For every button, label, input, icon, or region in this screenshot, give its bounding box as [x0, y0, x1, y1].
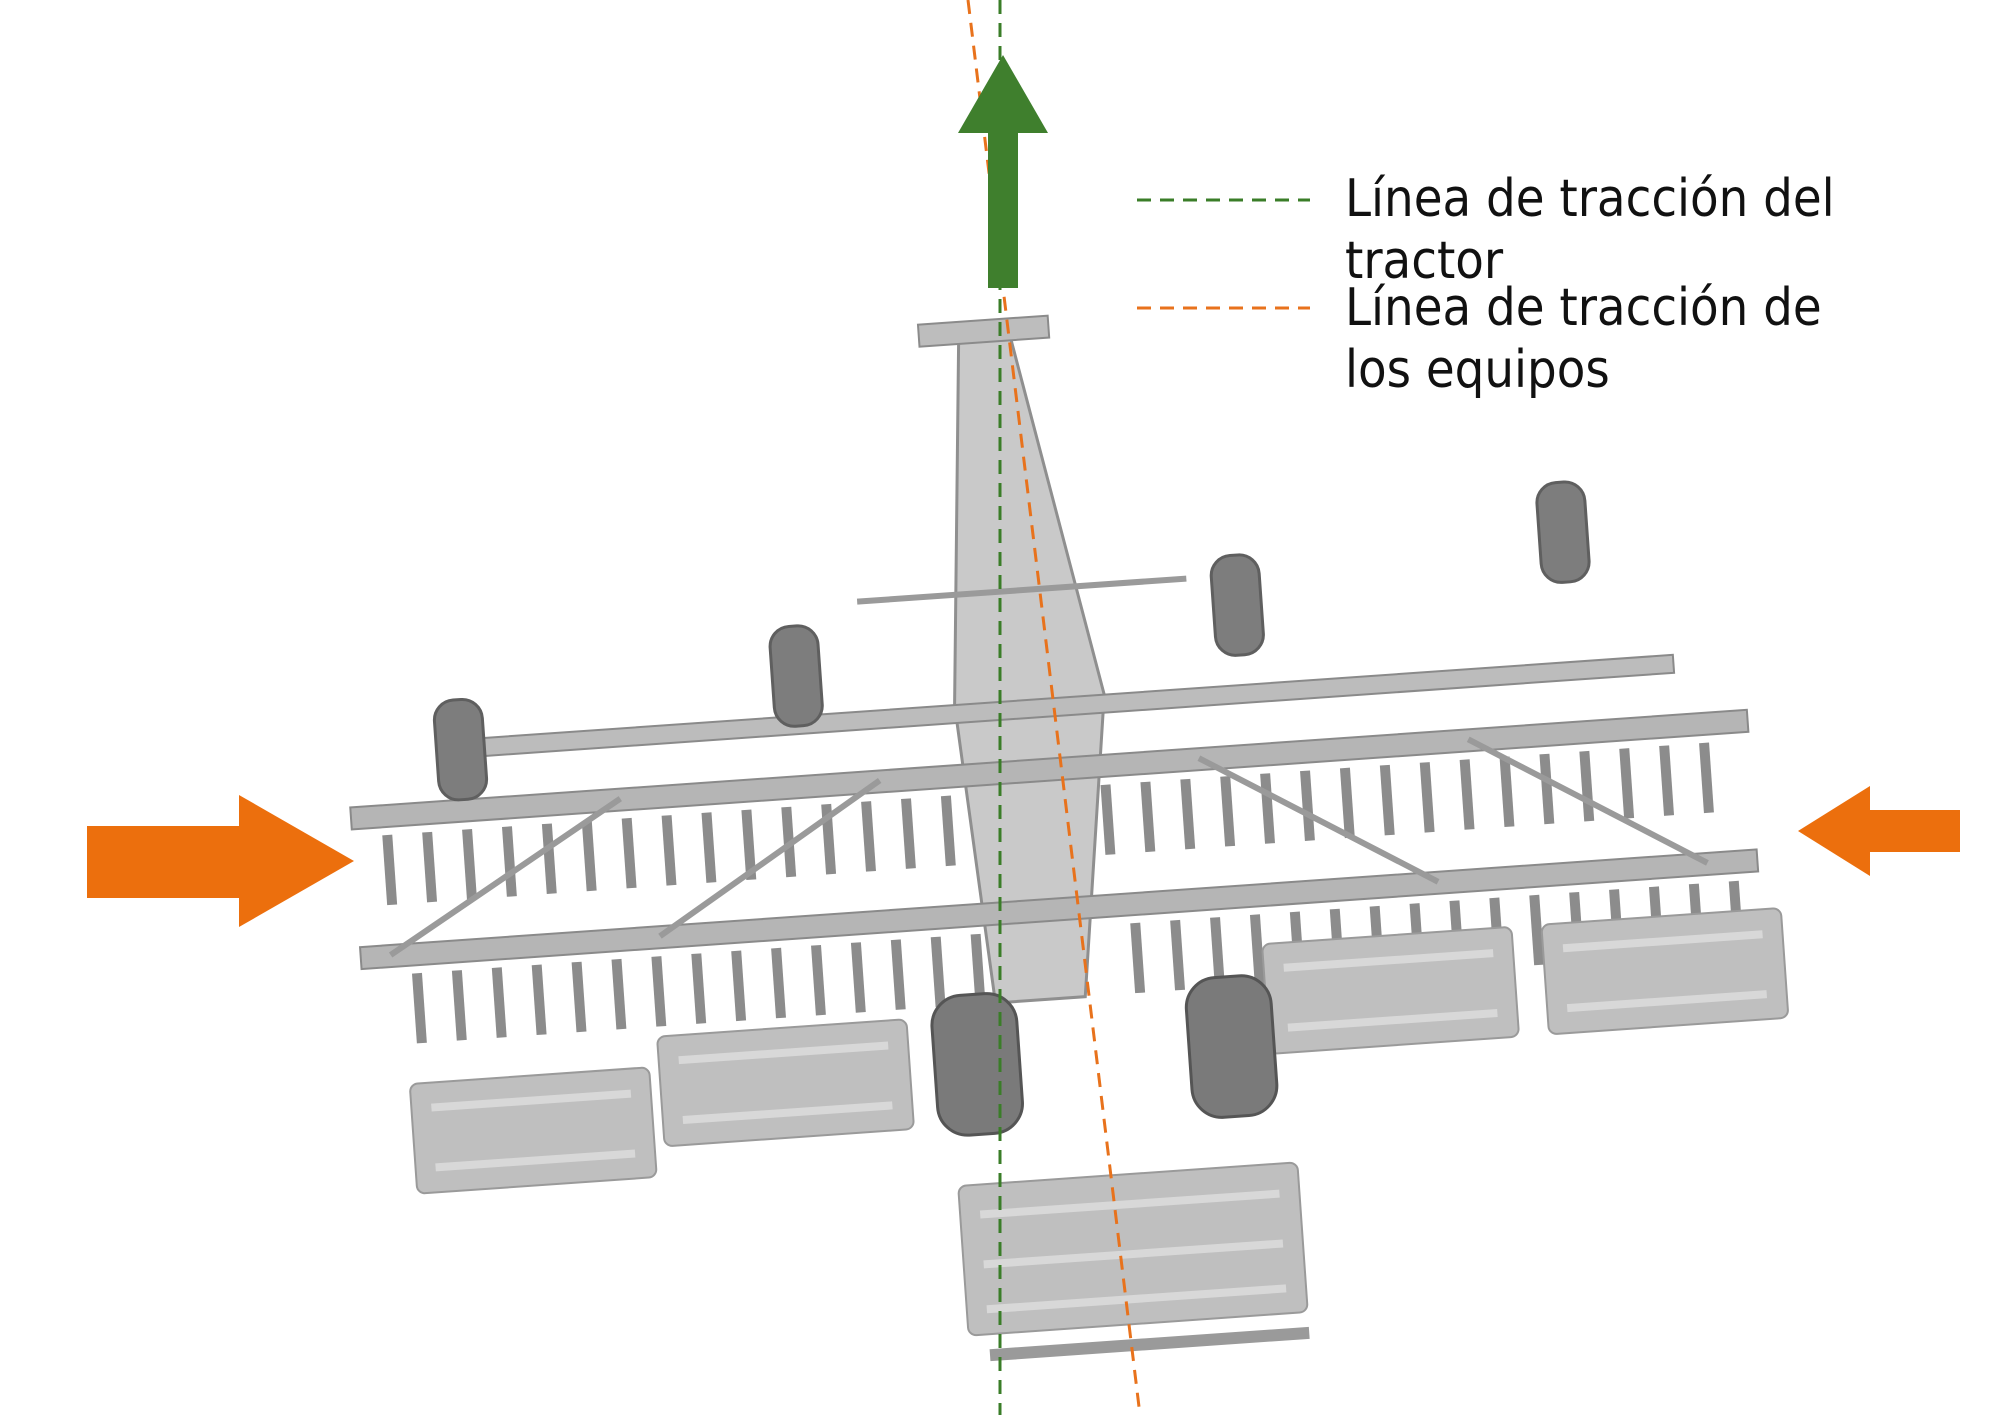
arrow-left-icon [1798, 786, 1960, 876]
legend-implement-line-label: Línea de tracción de los equipos [1345, 278, 1822, 401]
implement-illustration [349, 314, 1789, 1362]
arrow-right-icon [87, 795, 354, 927]
arrow-up-icon [958, 55, 1048, 288]
legend-tractor-line-label: Línea de tracción del tractor [1345, 169, 1835, 292]
